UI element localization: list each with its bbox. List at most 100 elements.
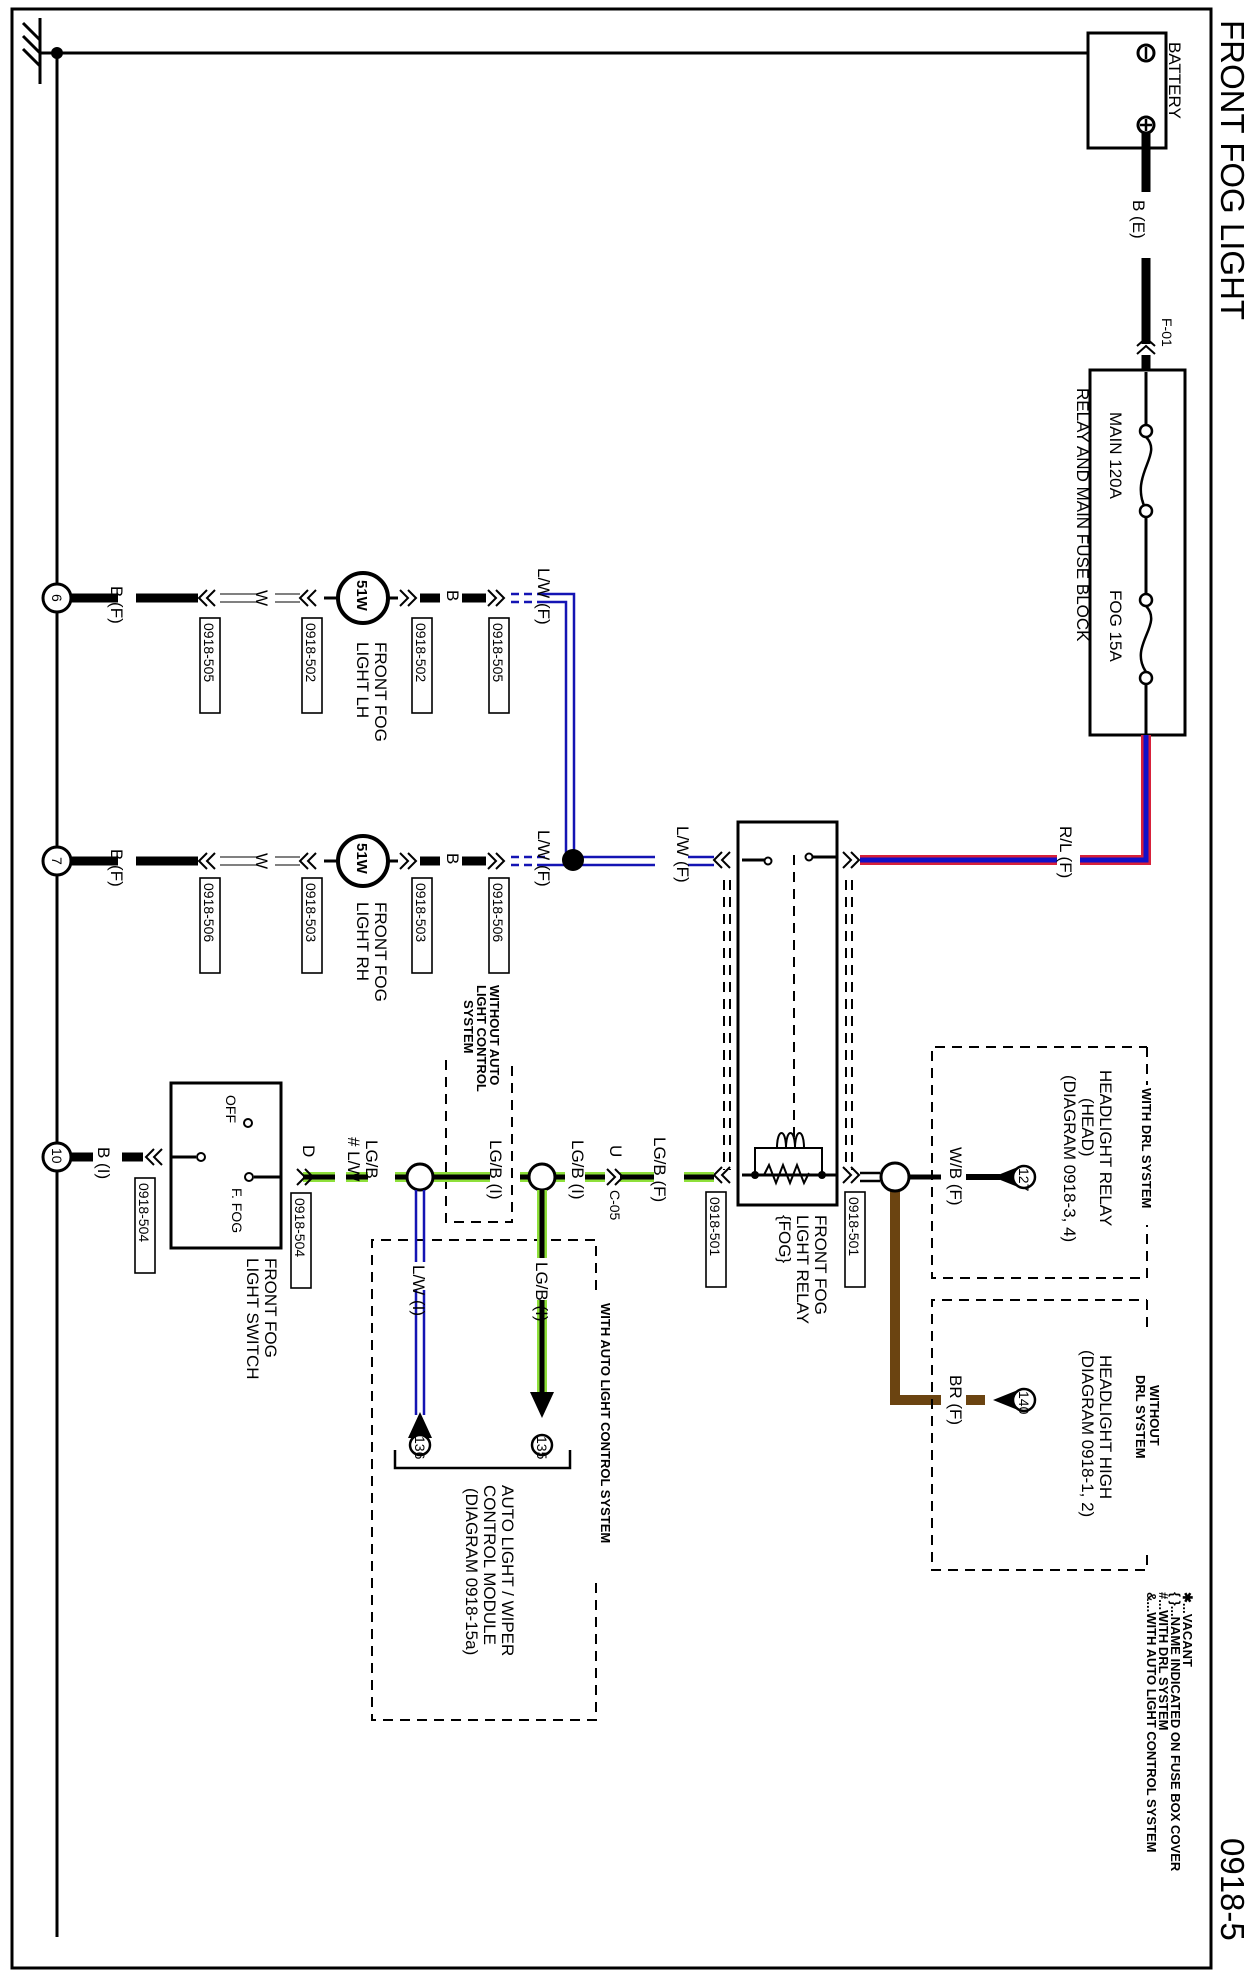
wire-label: U	[606, 1145, 625, 1157]
arrow-up-icon	[408, 1412, 432, 1438]
splice-icon	[405, 1162, 435, 1192]
group-without-auto-light: WITHOUT AUTO LIGHT CONTROL SYSTEM	[445, 985, 513, 1223]
connector-label: 0918-503	[303, 883, 319, 942]
relay-label-line-3: {FOG}	[775, 1215, 794, 1264]
group-with-drl: WITH DRL SYSTEM HEADLIGHT RELAY (HEAD) (…	[931, 1046, 1156, 1279]
relay-label-line-2: LIGHT RELAY	[793, 1215, 812, 1324]
group-label-line-2: DRL SYSTEM	[1133, 1375, 1148, 1459]
connector-label: 0918-502	[413, 623, 429, 682]
wire-label: R/L (F)	[1056, 826, 1075, 878]
connector-label: 0918-506	[490, 883, 506, 942]
wire-label: LG/B	[362, 1140, 381, 1179]
ground-point-icon	[41, 582, 73, 614]
connector-icon	[842, 851, 861, 869]
pin-label: 127	[1016, 1168, 1032, 1192]
arrow-down-icon	[530, 1392, 554, 1418]
wire-label: LG/B (I)	[486, 1140, 505, 1200]
connector-icon	[1136, 336, 1156, 355]
wire-label: L/W (F)	[534, 830, 553, 887]
relay-label-line-1: FRONT FOG	[811, 1215, 830, 1315]
ground-point-label: 7	[49, 857, 65, 865]
reference-label-line-2: (HEAD)	[1078, 1098, 1097, 1157]
switch-contact-icon	[243, 1118, 253, 1128]
battery-label: BATTERY	[1165, 42, 1184, 119]
switch-label-line-2: LIGHT SWITCH	[243, 1258, 262, 1380]
wire-label: BR (F)	[946, 1375, 965, 1425]
legend-item: { }...NAME INDICATED ON FUSE BOX COVER	[1168, 1592, 1183, 1872]
wire-label: L/W (F)	[534, 568, 553, 625]
legend-item: #...WITH DRL SYSTEM	[1156, 1592, 1171, 1730]
pin-label: 135	[534, 1436, 550, 1460]
fuse-block-label: RELAY AND MAIN FUSE BLOCK	[1073, 388, 1092, 642]
wire-label: W	[252, 590, 271, 606]
pin-circle-icon	[408, 1433, 432, 1457]
group-label: WITH AUTO LIGHT CONTROL SYSTEM	[598, 1303, 613, 1543]
switch-position-off: OFF	[223, 1095, 239, 1123]
group-label: WITH DRL SYSTEM	[1139, 1088, 1154, 1208]
fuse-fog-icon	[1139, 605, 1153, 673]
wire-label: B (E)	[1129, 200, 1148, 239]
lamp-wattage: 51W	[353, 843, 370, 875]
wire-label: W/B (F)	[946, 1147, 965, 1206]
ground-bus	[51, 47, 1146, 1937]
ground-point-label: 10	[49, 1148, 65, 1164]
lamp-wattage: 51W	[353, 580, 370, 612]
module-label-line-2: CONTROL MODULE	[480, 1485, 499, 1645]
wire-label: W	[252, 853, 271, 869]
pin-circle-icon	[530, 1433, 554, 1457]
wire-label: B (I)	[94, 1147, 113, 1179]
connector-icon	[298, 852, 317, 870]
lamp-label-line-1: FRONT FOG	[371, 902, 390, 1002]
connector-icon	[712, 851, 731, 869]
connector-icon	[144, 1148, 163, 1166]
wire-label: B (F)	[107, 849, 126, 887]
fuse-main-label: MAIN 120A	[1106, 412, 1125, 500]
pin-circle-icon	[1011, 1387, 1037, 1413]
connector-label: 0918-501	[707, 1197, 723, 1256]
group-label-line-1: WITHOUT	[1147, 1385, 1162, 1446]
bracket	[393, 1450, 572, 1470]
pin-circle-icon	[1011, 1164, 1037, 1190]
connector-icon	[197, 589, 216, 607]
front-fog-light-lh-circuit: B 51W W B (F) 6 0918-505 0918-502 0918-5…	[41, 571, 510, 742]
connector-icon	[296, 1168, 315, 1186]
switch-contact-icon	[196, 1152, 206, 1162]
wire-relay-coil-to-switch: LG/B (F) U C-05 LG/B (I) LG/B (I) LG/B #…	[296, 1137, 714, 1221]
fuse-main-icon	[1139, 436, 1153, 511]
wire-battery-to-fuse: B (E) F-01	[1129, 133, 1175, 372]
reference-label-line-1: HEADLIGHT RELAY	[1096, 1070, 1115, 1226]
connector-label: 0918-503	[413, 883, 429, 942]
connector-icon	[606, 1168, 625, 1186]
fuse-block: MAIN 120A FOG 15A RELAY AND MAIN FUSE BL…	[1073, 368, 1187, 737]
ground-symbol-icon	[21, 18, 57, 84]
module-label-line-1: AUTO LIGHT / WIPER	[498, 1485, 517, 1656]
diagram-title: FRONT FOG LIGHT	[1214, 20, 1251, 320]
connector-label: 0918-501	[846, 1197, 862, 1256]
connector-icon	[197, 852, 216, 870]
connector-icon	[487, 589, 506, 607]
junction-icon	[562, 849, 584, 871]
wire-label: LG/B (F)	[650, 1137, 669, 1202]
connector-label: F-01	[1159, 318, 1175, 347]
group-label-line-2: LIGHT CONTROL	[474, 985, 489, 1092]
legend: ✱...VACANT { }...NAME INDICATED ON FUSE …	[1144, 1592, 1195, 1872]
connector-icon	[487, 852, 506, 870]
wire-label: L/W (I)	[409, 1265, 428, 1316]
legend-item: &...WITH AUTO LIGHT CONTROL SYSTEM	[1144, 1592, 1159, 1852]
reference-label-line-1: HEADLIGHT HIGH	[1096, 1355, 1115, 1499]
group-with-auto-light: WITH AUTO LIGHT CONTROL SYSTEM L/W (I) 1…	[371, 1190, 613, 1721]
group-label-line-3: SYSTEM	[461, 1000, 476, 1053]
battery: BATTERY	[1086, 31, 1184, 150]
wire-label: LG/B (I)	[568, 1140, 587, 1200]
front-fog-light-rh-circuit: B 51W W B (F) 7 0918-506 0918-503 0918-5…	[41, 834, 510, 1002]
splice-icon	[527, 1162, 557, 1192]
connector-label: 0918-504	[136, 1183, 152, 1242]
wire-label: B	[443, 853, 462, 864]
lamp-label-line-2: LIGHT RH	[353, 902, 372, 981]
ground-point-icon	[41, 845, 73, 877]
lamp-label-line-1: FRONT FOG	[371, 642, 390, 742]
wire-label: B (F)	[107, 586, 126, 624]
connector-icon	[399, 852, 418, 870]
switch-contact-icon	[244, 1172, 254, 1182]
